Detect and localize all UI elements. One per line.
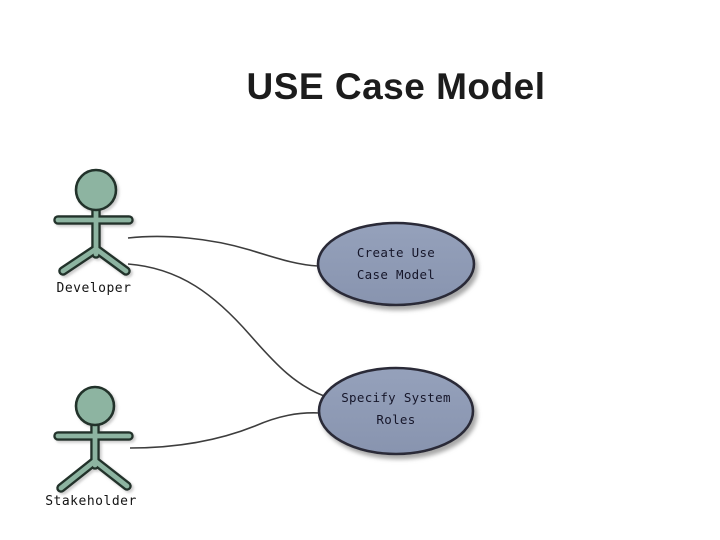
- connector-developer-specify-roles: [127, 263, 325, 397]
- use-case-label-line: Create Use: [356, 245, 436, 260]
- use-case-ellipse-specify-system-roles: [317, 366, 475, 456]
- page-title: USE Case Model: [246, 66, 546, 107]
- use-case-ellipse-create-use-case-model: [316, 221, 476, 307]
- actor-label-stakeholder: Stakeholder: [45, 494, 137, 509]
- use-case-label-line: Roles: [376, 412, 416, 427]
- connector-stakeholder-specify-roles: [129, 412, 321, 449]
- use-case-label-line: Case Model: [356, 267, 436, 282]
- actor-stakeholder-icon: [53, 385, 134, 493]
- connector-developer-create-use-case: [127, 235, 319, 267]
- use-case-label-line: Specify System: [341, 390, 451, 405]
- use-case-label-specify-system-roles: Specify System Roles: [316, 387, 476, 431]
- use-case-label-create-use-case-model: Create Use Case Model: [316, 242, 476, 286]
- actor-label-developer: Developer: [56, 281, 132, 296]
- actor-developer-icon: [53, 168, 134, 276]
